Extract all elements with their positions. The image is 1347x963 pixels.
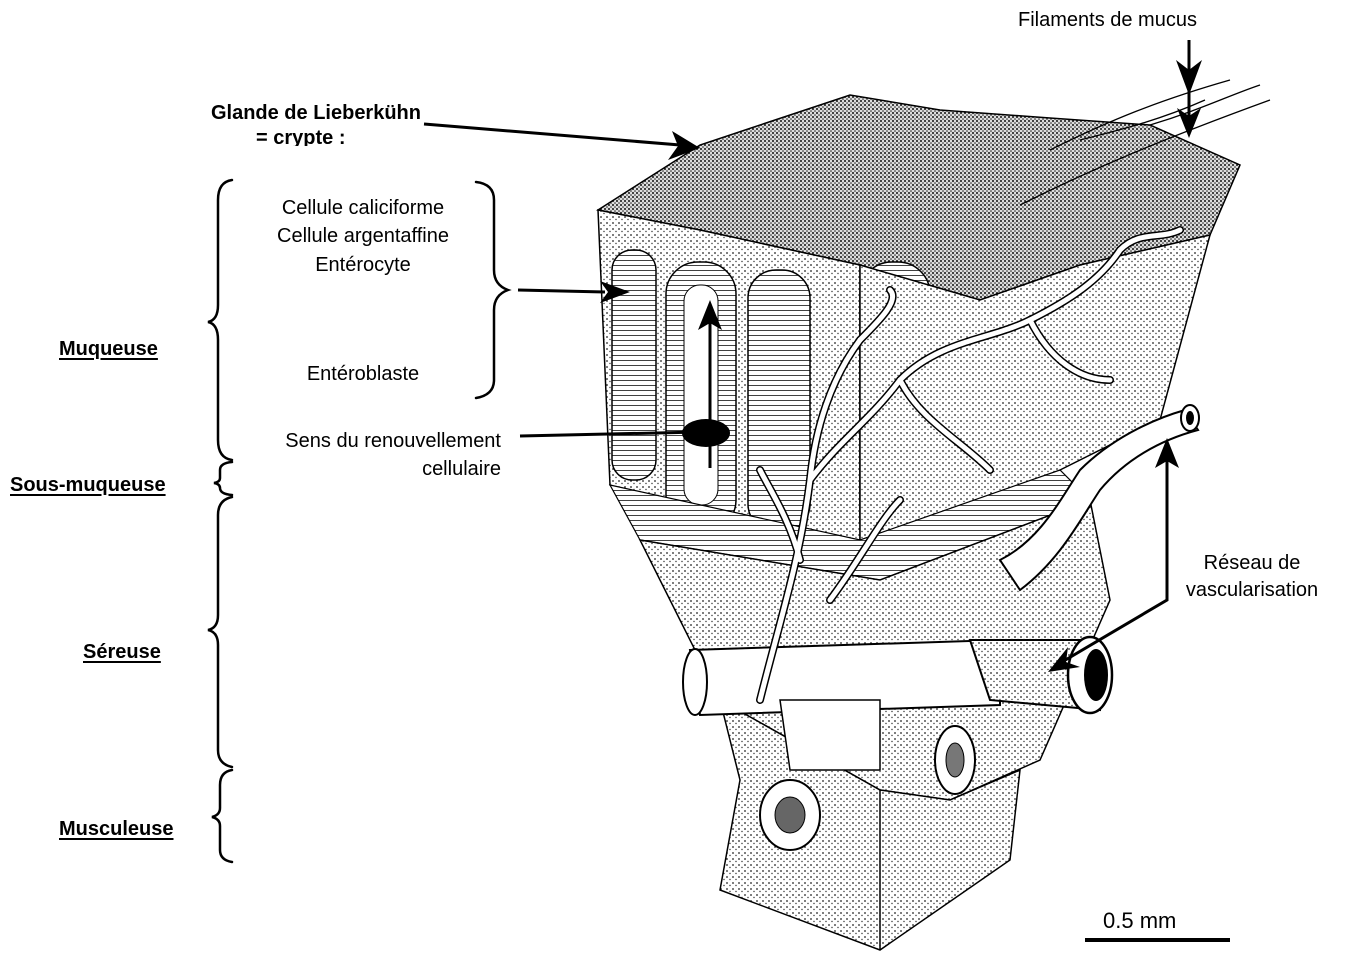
- crypt-pointer-line: [424, 124, 680, 145]
- musculeuse-brace: [212, 770, 232, 862]
- sereuse-brace: [208, 497, 232, 767]
- scale-label: 0.5 mm: [1103, 909, 1176, 933]
- layer-braces: [208, 180, 508, 862]
- cells-pointer-line: [518, 290, 605, 292]
- tissue-block-illustration: [598, 80, 1270, 950]
- crypt-label-line2: = crypte :: [256, 126, 345, 146]
- layer-label-musculeuse: Musculeuse: [59, 817, 173, 841]
- cell-types-brace: [476, 182, 508, 398]
- sous-muqueuse-brace: [214, 462, 232, 495]
- renewal-origin-dot: [682, 419, 730, 447]
- layer-label-sereuse: Séreuse: [83, 640, 161, 664]
- renewal-label-line2: cellulaire: [422, 457, 501, 481]
- layer-label-sous-muqueuse: Sous-muqueuse: [10, 473, 166, 497]
- vasc-label-line2: vascularisation: [1160, 578, 1344, 602]
- cell-label-argentaffine: Cellule argentaffine: [246, 224, 480, 248]
- renewal-label-line1: Sens du renouvellement: [285, 429, 501, 453]
- layer-label-muqueuse: Muqueuse: [59, 337, 158, 361]
- cell-label-caliciforme: Cellule caliciforme: [246, 196, 480, 220]
- vasc-label-line1: Réseau de: [1160, 551, 1344, 575]
- crypt-label-line1: Glande de Lieberkühn: [211, 101, 421, 125]
- cell-label-enterocyte: Entérocyte: [246, 253, 480, 277]
- cell-label-enteroblaste: Entéroblaste: [246, 362, 480, 386]
- mucus-label: Filaments de mucus: [1018, 8, 1197, 32]
- muqueuse-brace: [208, 180, 232, 460]
